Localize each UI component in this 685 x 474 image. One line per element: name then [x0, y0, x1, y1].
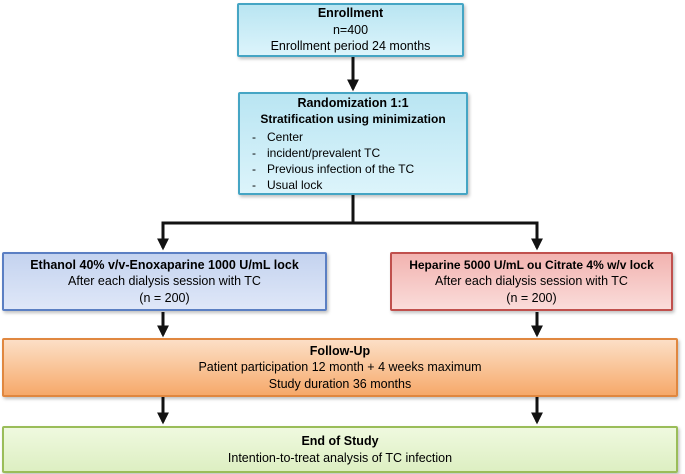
end-of-study-analysis: Intention-to-treat analysis of TC infect… [227, 450, 453, 465]
stratification-item-label: Previous infection of the TC [267, 161, 415, 176]
list-dash: - [252, 129, 256, 144]
enrollment-n: n=400 [332, 22, 369, 37]
heparine-arm-box: Heparine 5000 U/mL ou Citrate 4% w/v loc… [390, 252, 673, 311]
ethanol-arm-n: (n = 200) [139, 290, 190, 305]
follow-up-duration: Study duration 36 months [268, 376, 412, 391]
list-dash: - [252, 161, 256, 176]
list-dash: - [252, 177, 256, 192]
end-of-study-title: End of Study [301, 434, 379, 448]
heparine-arm-session: After each dialysis session with TC [435, 274, 628, 289]
stratification-item-center: - Center [240, 129, 466, 145]
follow-up-box: Follow-Up Patient participation 12 month… [2, 338, 678, 397]
randomization-box: Randomization 1:1 Stratification using m… [238, 92, 468, 195]
stratification-item-previous-infection: - Previous infection of the TC [240, 161, 466, 177]
stratification-item-label: Usual lock [267, 177, 323, 192]
enrollment-box: Enrollment n=400 Enrollment period 24 mo… [237, 3, 464, 57]
enrollment-title: Enrollment [317, 6, 384, 21]
stratification-item-incident-prevalent: - incident/prevalent TC [240, 145, 466, 161]
stratification-item-label: Center [267, 129, 304, 144]
heparine-arm-n: (n = 200) [506, 290, 557, 305]
ethanol-arm-box: Ethanol 40% v/v-Enoxaparine 1000 U/mL lo… [2, 252, 327, 311]
heparine-arm-title: Heparine 5000 U/mL ou Citrate 4% w/v loc… [409, 257, 654, 272]
stratification-item-usual-lock: - Usual lock [240, 177, 466, 193]
randomization-title: Randomization 1:1 [297, 95, 409, 110]
randomization-subtitle: Stratification using minimization [260, 112, 446, 126]
follow-up-participation: Patient participation 12 month + 4 weeks… [198, 360, 482, 375]
follow-up-title: Follow-Up [309, 343, 371, 358]
stratification-item-label: incident/prevalent TC [267, 145, 381, 160]
ethanol-arm-session: After each dialysis session with TC [68, 274, 261, 289]
list-dash: - [252, 145, 256, 160]
ethanol-arm-title: Ethanol 40% v/v-Enoxaparine 1000 U/mL lo… [30, 257, 299, 272]
stratification-list: - Center - incident/prevalent TC - Previ… [240, 129, 466, 193]
end-of-study-box: End of Study Intention-to-treat analysis… [2, 426, 678, 473]
enrollment-period: Enrollment period 24 months [270, 39, 431, 54]
